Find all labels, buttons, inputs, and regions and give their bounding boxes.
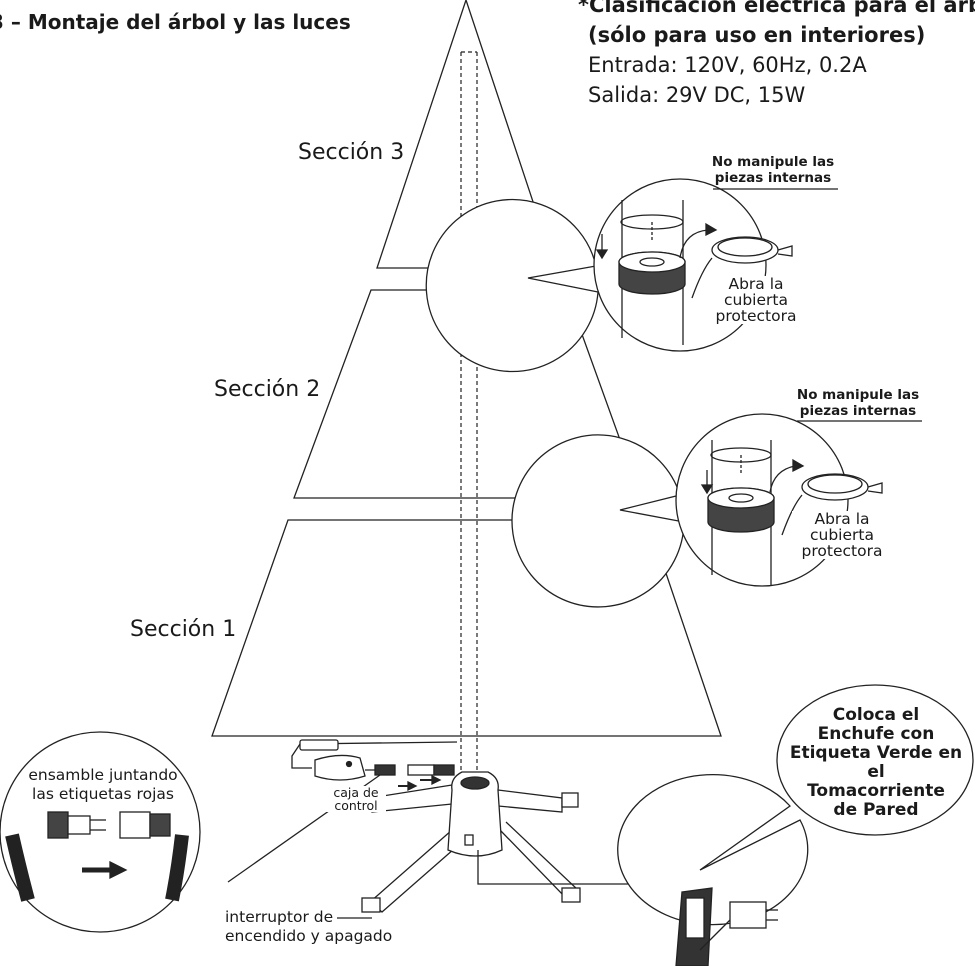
cover-upper-line2: cubierta bbox=[724, 291, 788, 309]
cover-upper-line1: Abra la bbox=[728, 275, 784, 293]
warning-upper-line2: piezas internas bbox=[714, 170, 832, 186]
assembly-detail bbox=[0, 731, 201, 933]
cover-label-upper: Abra la cubierta protectora bbox=[706, 276, 806, 324]
rating-input: Entrada: 120V, 60Hz, 0.2A bbox=[588, 53, 867, 77]
plug-line2: Enchufe con bbox=[817, 724, 935, 744]
electrical-rating: *Clasificación eléctrica para el árbol (… bbox=[578, 0, 975, 110]
rating-heading-2: (sólo para uso en interiores) bbox=[588, 23, 926, 47]
warning-upper: No manipule las piezas internas bbox=[703, 154, 843, 186]
assembly-note: ensamble juntando las etiquetas rojas bbox=[18, 766, 188, 804]
control-box-line1: caja de bbox=[333, 785, 379, 800]
plug-line5: de Pared bbox=[833, 800, 919, 820]
center-pole bbox=[460, 51, 478, 780]
cover-lower-line2: cubierta bbox=[810, 526, 874, 544]
wall-outlet bbox=[675, 887, 778, 966]
cover-upper-line3: protectora bbox=[715, 307, 797, 325]
plug-line1: Coloca el bbox=[832, 705, 920, 725]
warning-lower: No manipule las piezas internas bbox=[788, 387, 928, 419]
tree-stand bbox=[361, 771, 581, 913]
cover-lower-line3: protectora bbox=[801, 542, 883, 560]
plug-bubble bbox=[617, 684, 974, 926]
light-cables bbox=[227, 739, 729, 885]
cover-lower-line1: Abra la bbox=[814, 510, 870, 528]
assembly-line2: las etiquetas rojas bbox=[32, 785, 174, 803]
warning-lower-line1: No manipule las bbox=[796, 387, 920, 403]
warning-upper-line1: No manipule las bbox=[711, 154, 835, 170]
plug-line4: Tomacorriente bbox=[807, 781, 945, 801]
label-section-2: Sección 2 bbox=[214, 377, 321, 402]
switch-line2: encendido y apagado bbox=[225, 927, 393, 945]
cover-label-lower: Abra la cubierta protectora bbox=[792, 511, 892, 559]
switch-label: interruptor de encendido y apagado bbox=[225, 908, 405, 946]
warning-lower-line2: piezas internas bbox=[799, 403, 917, 419]
page-title: 3 – Montaje del árbol y las luces bbox=[0, 10, 351, 34]
label-section-1: Sección 1 bbox=[130, 617, 237, 642]
rating-heading-1: *Clasificación eléctrica para el árbol bbox=[578, 0, 975, 17]
plug-instruction: Coloca el Enchufe con Etiqueta Verde en … bbox=[780, 706, 972, 820]
switch-line1: interruptor de bbox=[225, 908, 334, 926]
control-box-label: caja de control bbox=[326, 786, 386, 812]
control-box-line2: control bbox=[334, 798, 378, 813]
assembly-line1: ensamble juntando bbox=[28, 766, 178, 784]
plug-line3: Etiqueta Verde en el bbox=[789, 743, 963, 782]
label-section-3: Sección 3 bbox=[298, 140, 405, 165]
rating-output: Salida: 29V DC, 15W bbox=[588, 83, 806, 107]
